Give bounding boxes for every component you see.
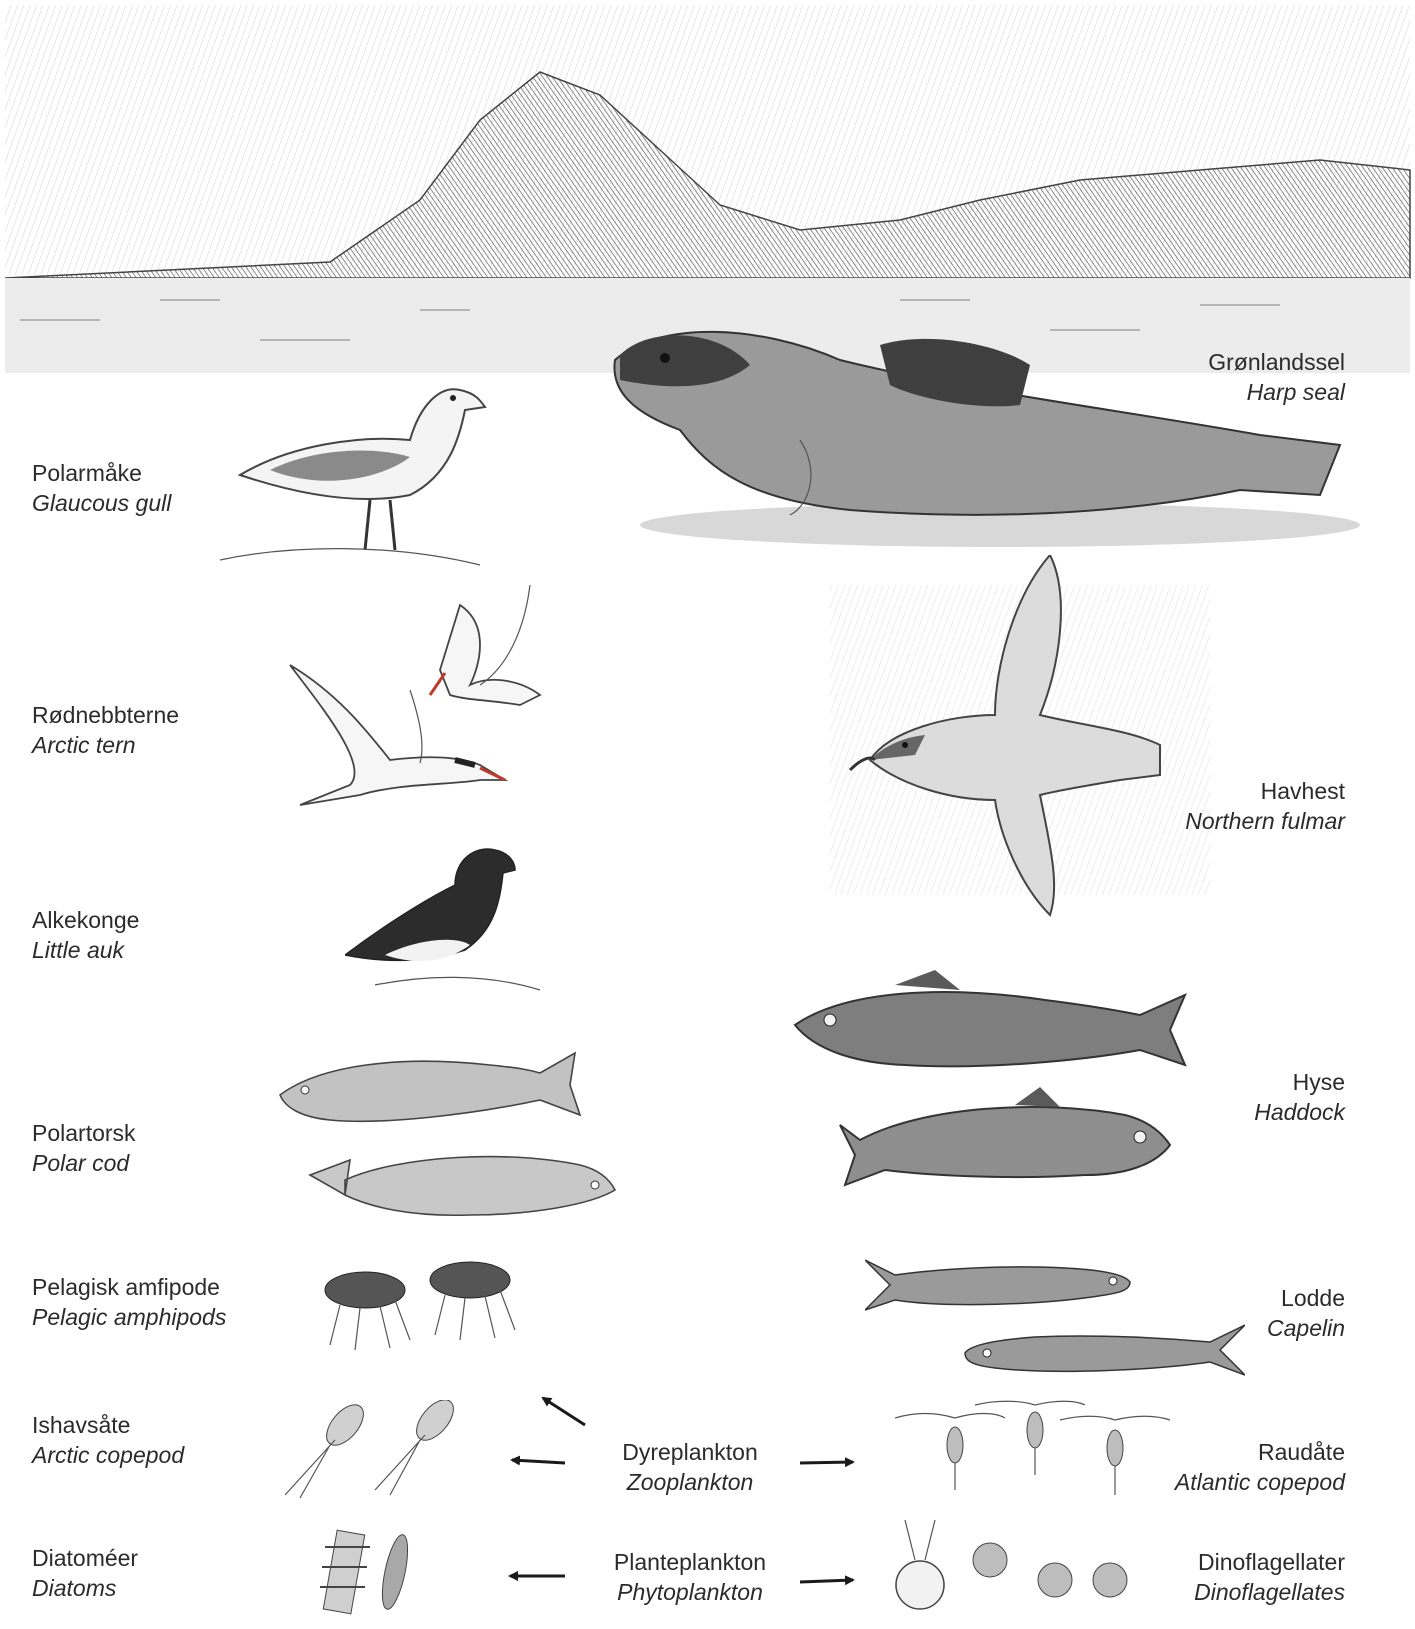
capelin-illustration [865,1250,1245,1390]
dinoflagellates-name-no: Dinoflagellater [1194,1547,1345,1577]
dinoflagellates-illustration [890,1520,1140,1620]
arrow-zooplankton-to-amphipods [543,1398,585,1425]
pelagic-amphipods-illustration [310,1250,540,1370]
zooplankton-name-en: Zooplankton [590,1467,790,1497]
arctic-copepod-illustration [285,1400,475,1500]
diatoms-name-no: Diatoméer [32,1543,138,1573]
arrow-phytoplankton-to-dinoflagellates [800,1580,853,1582]
haddock-illustration [785,965,1205,1235]
label-northern-fulmar: Havhest Northern fulmar [1185,776,1345,836]
polar-cod-name-no: Polartorsk [32,1118,136,1148]
atlantic-copepod-name-no: Raudåte [1175,1437,1345,1467]
haddock-name-no: Hyse [1254,1067,1345,1097]
northern-fulmar-name-en: Northern fulmar [1185,806,1345,836]
atlantic-copepod-name-en: Atlantic copepod [1175,1467,1345,1497]
label-pelagic-amphipods: Pelagisk amfipode Pelagic amphipods [32,1272,226,1332]
haddock-name-en: Haddock [1254,1097,1345,1127]
arctic-tern-illustration [280,585,570,825]
label-polar-cod: Polartorsk Polar cod [32,1118,136,1178]
tern-beak-upper [430,673,445,695]
harp-seal-name-en: Harp seal [1208,377,1345,407]
atlantic-copepod-illustration [895,1400,1175,1510]
label-little-auk: Alkekonge Little auk [32,905,139,965]
pelagic-amphipods-name-no: Pelagisk amfipode [32,1272,226,1302]
little-auk-illustration [345,845,545,1005]
label-glaucous-gull: Polarmåke Glaucous gull [32,458,171,518]
label-harp-seal: Grønlandssel Harp seal [1208,347,1345,407]
harp-seal-name-no: Grønlandssel [1208,347,1345,377]
little-auk-name-no: Alkekonge [32,905,139,935]
arrow-zooplankton-to-atlantic-copepod [800,1462,853,1463]
glaucous-gull-name-no: Polarmåke [32,458,171,488]
glaucous-gull-illustration [210,365,490,595]
label-atlantic-copepod: Raudåte Atlantic copepod [1175,1437,1345,1497]
pelagic-amphipods-name-en: Pelagic amphipods [32,1302,226,1332]
diatoms-name-en: Diatoms [32,1573,138,1603]
label-zooplankton: Dyreplankton Zooplankton [590,1437,790,1497]
arctic-copepod-name-no: Ishavsåte [32,1410,184,1440]
arctic-tern-name-no: Rødnebbterne [32,700,179,730]
capelin-name-en: Capelin [1267,1313,1345,1343]
arrow-zooplankton-to-arctic-copepod [512,1460,565,1463]
arctic-copepod-name-en: Arctic copepod [32,1440,184,1470]
polar-cod-name-en: Polar cod [32,1148,136,1178]
zooplankton-name-no: Dyreplankton [590,1437,790,1467]
label-diatoms: Diatoméer Diatoms [32,1543,138,1603]
label-arctic-tern: Rødnebbterne Arctic tern [32,700,179,760]
label-phytoplankton: Planteplankton Phytoplankton [580,1547,800,1607]
label-capelin: Lodde Capelin [1267,1283,1345,1343]
capelin-name-no: Lodde [1267,1283,1345,1313]
label-arctic-copepod: Ishavsåte Arctic copepod [32,1410,184,1470]
arctic-tern-name-en: Arctic tern [32,730,179,760]
phytoplankton-name-no: Planteplankton [580,1547,800,1577]
label-dinoflagellates: Dinoflagellater Dinoflagellates [1194,1547,1345,1607]
phytoplankton-name-en: Phytoplankton [580,1577,800,1607]
label-haddock: Hyse Haddock [1254,1067,1345,1127]
dinoflagellates-name-en: Dinoflagellates [1194,1577,1345,1607]
polar-cod-illustration [270,1025,650,1245]
northern-fulmar-name-no: Havhest [1185,776,1345,806]
glaucous-gull-name-en: Glaucous gull [32,488,171,518]
little-auk-name-en: Little auk [32,935,139,965]
diatoms-illustration [310,1527,420,1622]
northern-fulmar-illustration [830,555,1210,925]
